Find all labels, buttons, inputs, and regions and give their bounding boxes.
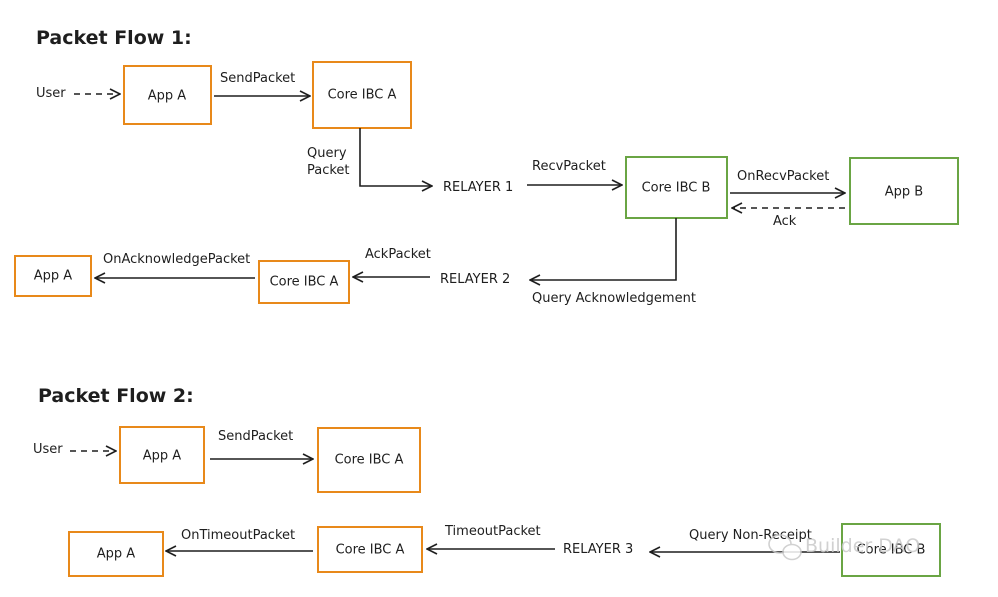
flow1-sendpacket-label: SendPacket	[220, 71, 295, 86]
flow1-onackpacket-label: OnAcknowledgePacket	[103, 252, 250, 267]
watermark: Builder DAO	[768, 534, 920, 561]
flow2-app-a-box-2: App A	[68, 531, 164, 577]
flow1-app-a-box-2: App A	[14, 255, 92, 297]
flow1-relayer1-label: RELAYER 1	[443, 180, 513, 195]
flow2-relayer3-label: RELAYER 3	[563, 542, 633, 557]
flow1-app-a-label: App A	[148, 89, 187, 104]
flow2-user-label: User	[33, 442, 63, 457]
flow2-query-non-receipt-label: Query Non-Receipt	[689, 528, 812, 543]
flow2-core-ibc-a-box-2: Core IBC A	[317, 526, 423, 573]
flow1-relayer2-label: RELAYER 2	[440, 272, 510, 287]
flow1-ack-label: Ack	[773, 214, 797, 229]
flow2-app-a-box: App A	[119, 426, 205, 484]
flow2-app-a-label: App A	[143, 449, 182, 464]
flow1-query-label-line1: Query	[307, 146, 347, 161]
flow2-ontimeoutpacket-label: OnTimeoutPacket	[181, 528, 295, 543]
flow2-core-ibc-a-box: Core IBC A	[317, 427, 421, 493]
flow1-core-ibc-b-label: Core IBC B	[642, 181, 711, 196]
flow2-timeoutpacket-label: TimeoutPacket	[444, 524, 541, 539]
flow1-app-a-box: App A	[123, 65, 212, 125]
flow1-app-b-box: App B	[849, 157, 959, 225]
flow1-core-ibc-a-label: Core IBC A	[328, 88, 397, 103]
flow1-title: Packet Flow 1:	[36, 27, 192, 49]
flow1-query-ack-arrow	[530, 218, 677, 280]
flow1-query-ack-label: Query Acknowledgement	[532, 291, 696, 306]
flow2-sendpacket-label: SendPacket	[218, 429, 293, 444]
flow1-app-b-label: App B	[885, 185, 923, 200]
flow1-query-packet-arrow	[359, 128, 432, 186]
flow1-core-ibc-a-box: Core IBC A	[312, 61, 412, 129]
flow1-core-ibc-b-box: Core IBC B	[625, 156, 728, 219]
flow2-title: Packet Flow 2:	[38, 385, 194, 407]
flow1-user-label: User	[36, 86, 66, 101]
flow2-core-ibc-b-box: Core IBC B	[841, 523, 941, 577]
watermark-text: Builder DAO	[805, 535, 920, 557]
flow2-core-ibc-b-label: Core IBC B	[857, 543, 926, 558]
wechat-icon	[768, 534, 802, 561]
flow1-onrecvpacket-label: OnRecvPacket	[737, 169, 829, 184]
flow1-recvpacket-label: RecvPacket	[532, 159, 606, 174]
flow1-core-ibc-a-box-2: Core IBC A	[258, 260, 350, 304]
flow1-query-label-line2: Packet	[307, 163, 350, 178]
flow1-app-a-label-2: App A	[34, 269, 73, 284]
flow1-core-ibc-a-label-2: Core IBC A	[270, 275, 339, 290]
flow2-core-ibc-a-label-2: Core IBC A	[336, 543, 405, 558]
flow1-ackpacket-label: AckPacket	[365, 247, 431, 262]
flow2-core-ibc-a-label: Core IBC A	[335, 453, 404, 468]
flow2-app-a-label-2: App A	[97, 547, 136, 562]
